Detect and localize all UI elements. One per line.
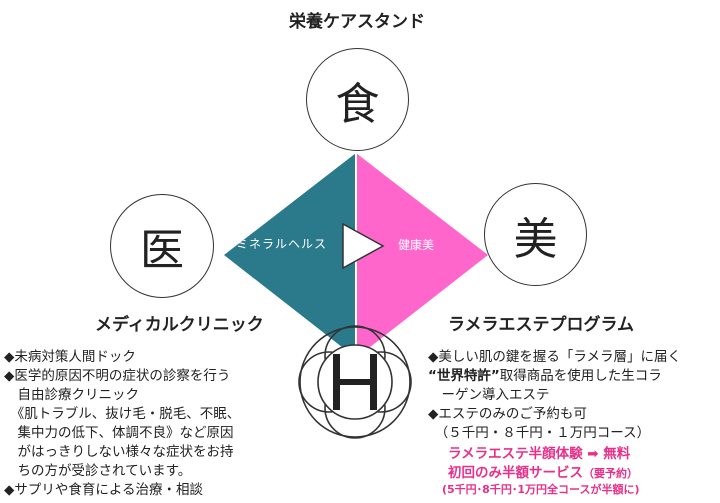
- lamella-esthe-title: ラメラエステプログラム: [448, 315, 634, 335]
- play-arrow-icon: [342, 222, 385, 270]
- list-item: 自由診療クリニック: [4, 387, 139, 403]
- half-price-promo: 初回のみ半額サービス（要予約）: [448, 464, 681, 483]
- beauty-circle: 美: [484, 183, 587, 286]
- medicine-circle: 医: [110, 194, 214, 298]
- list-item: 集中力の低下、体調不良》など原因: [4, 425, 234, 441]
- medical-clinic-title: メディカルクリニック: [95, 315, 264, 335]
- nutrition-care-stand-title: 栄養ケアスタンド: [289, 12, 425, 32]
- food-circle: 食: [306, 48, 409, 151]
- list-item: “世界特許”取得商品を使用した生コラ: [428, 367, 681, 386]
- list-item: 《肌トラブル、抜け毛・脱毛、不眠、: [4, 406, 241, 422]
- all-course-half-note: (5千円･8千円･1万円全コースが半額に): [442, 483, 640, 496]
- h-logo-emblem: [298, 325, 412, 439]
- list-item: ◆未病対策人間ドック: [4, 349, 136, 365]
- half-price-text: 初回のみ半額サービス: [448, 465, 583, 481]
- world-patent-text: “世界特許”: [428, 368, 500, 384]
- list-item: ◆美しい肌の鍵を握る「ラメラ層」に届く: [428, 349, 681, 365]
- trial-free-promo: ラメラエステ半顔体験 ➡ 無料: [448, 446, 631, 462]
- list-item: ちの方が受診されています。: [4, 463, 192, 479]
- healthy-beauty-area: [356, 153, 488, 358]
- esthe-service-list: ◆美しい肌の鍵を握る「ラメラ層」に届く “世界特許”取得商品を使用した生コラ ー…: [428, 348, 681, 497]
- mineral-health-area: [224, 153, 356, 358]
- list-item: がはっきりしない様々な症状をお持: [4, 444, 234, 460]
- beauty-kanji: 美: [513, 213, 558, 265]
- list-item: （５千円・８千円・１万円コース）: [428, 425, 651, 441]
- reservation-note: （要予約）: [583, 467, 638, 480]
- list-item: ーゲン導入エステ: [428, 387, 550, 403]
- list-item: ◆サプリや食育による治療・相談: [4, 482, 203, 498]
- healthy-beauty-label: 健康美: [398, 238, 435, 252]
- food-kanji: 食: [335, 78, 380, 130]
- medicine-kanji: 医: [140, 225, 184, 276]
- list-item: ◆エステのみのご予約も可: [428, 406, 587, 422]
- clinic-service-list: ◆未病対策人間ドック ◆医学的原因不明の症状の診察を行う 自由診療クリニック 《…: [4, 348, 240, 500]
- list-item-text: 取得商品を使用した生コラ: [499, 368, 662, 384]
- mineral-health-label: ミネラルヘルス: [236, 237, 328, 251]
- list-item: ◆医学的原因不明の症状の診察を行う: [4, 368, 231, 384]
